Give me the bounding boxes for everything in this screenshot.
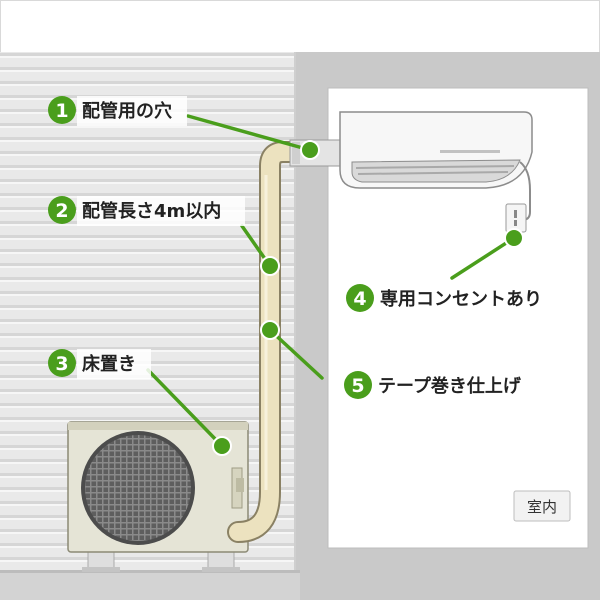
callout-4: 4 専用コンセントあり [346,284,542,312]
pointer-dot-4 [504,228,524,248]
power-outlet [505,161,531,233]
leader-line-1 [186,114,312,152]
badge-2-number: 2 [55,200,68,222]
callout-1: 1 配管用の穴 [48,96,187,126]
leader-line-5 [268,328,324,380]
ground-edge [0,570,300,573]
callout-5-label: テープ巻き仕上げ [378,375,522,397]
pointer-dot-1 [300,140,320,160]
leader-line-3 [146,368,224,448]
callout-5: 5 テープ巻き仕上げ [344,371,522,399]
indoor-unit [339,111,533,189]
outdoor-unit [67,421,249,553]
badge-5 [344,371,372,399]
leader-line-4 [450,236,516,280]
callout-2: 2 配管長さ4m以内 [48,196,245,226]
badge-3-number: 3 [55,353,68,375]
callout-3-label: 床置き [82,353,136,375]
badge-4-number: 4 [353,288,366,310]
callout-3: 3 床置き [48,349,151,379]
outdoor-fan-grill [85,435,191,541]
badge-5-number: 5 [351,375,364,397]
callout-4-label: 専用コンセントあり [380,288,542,310]
room-label: 室内 [513,490,571,522]
leader-lines [146,114,516,448]
pointer-dot-5 [260,320,280,340]
badge-4 [346,284,374,312]
room-label-text: 室内 [527,498,557,516]
callout-1-label: 配管用の穴 [82,100,172,122]
pointer-dot-2 [260,256,280,276]
pointer-dot-3 [212,436,232,456]
ground [0,572,300,600]
badge-3 [48,349,76,377]
badge-1-number: 1 [55,100,68,122]
badge-1 [48,96,76,124]
badge-2 [48,196,76,224]
pointer-dots [212,140,524,456]
callout-2-label: 配管長さ4m以内 [82,200,221,222]
